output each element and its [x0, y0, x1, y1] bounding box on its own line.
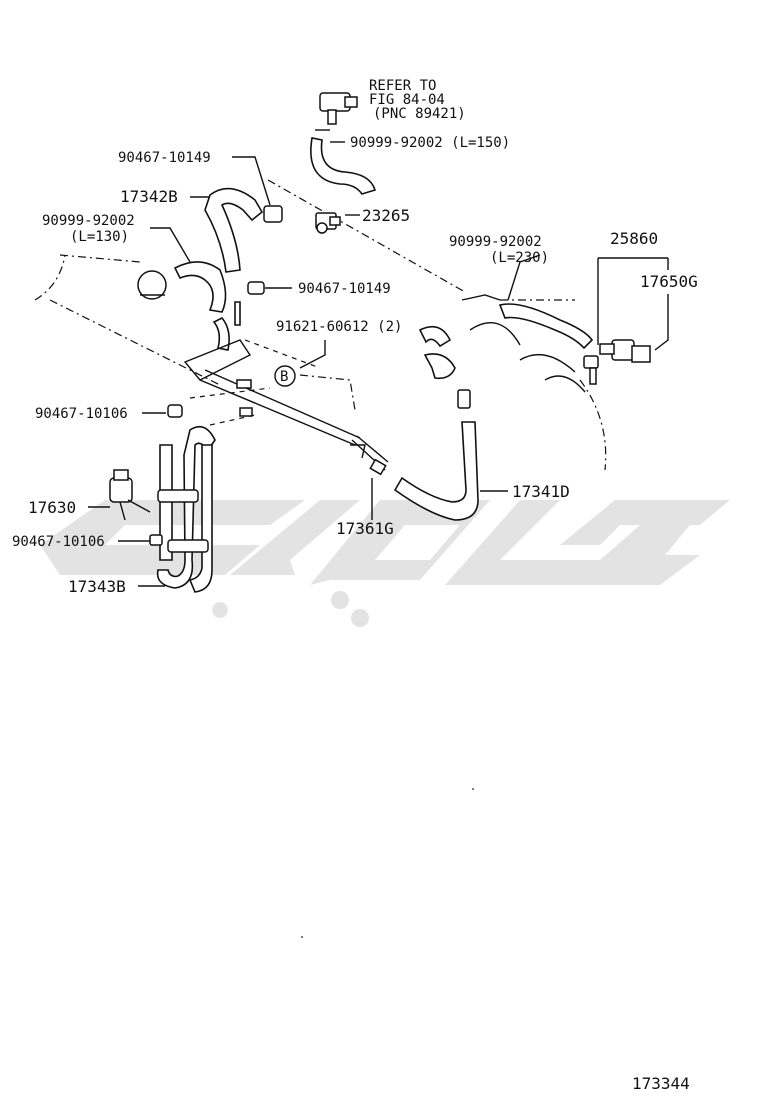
vsv-group	[583, 339, 651, 385]
hose-right-label-line1: 90999-92002	[449, 234, 542, 250]
hose-17342B-label: 17342B	[120, 187, 178, 206]
ref-b-marker	[274, 365, 296, 387]
hose-left-label-line1: 90999-92002	[42, 213, 135, 229]
sensor-23265	[315, 212, 341, 234]
bolt-91621-label: 91621-60612 (2)	[276, 319, 402, 335]
hose-17343B	[156, 425, 216, 593]
hose-17341D-label: 17341D	[512, 482, 570, 501]
valve-17630-label: 17630	[28, 498, 76, 517]
hose-right-l230	[461, 294, 594, 350]
diagram-number: 173344	[632, 1074, 690, 1093]
hose-top-label: 90999-92002 (L=150)	[350, 135, 510, 151]
clamp-90467-10106-left	[167, 404, 183, 418]
clamp-mid-label: 90467-10149	[298, 281, 391, 297]
hose-17343B-label: 17343B	[68, 577, 126, 596]
refer-label-line2: FIG 84-04	[369, 92, 445, 108]
pipe-17361G-label: 17361G	[336, 519, 394, 538]
callout-labels: REFER TO FIG 84-04 (PNC 89421) 90999-920…	[12, 78, 698, 596]
pipe-assembly	[183, 301, 389, 476]
vsv-17650G-label: 17650G	[640, 272, 698, 291]
group-25860-label: 25860	[610, 229, 658, 248]
hose-left-label-line2: (L=130)	[70, 229, 129, 245]
clamp-lower-label: 90467-10106	[12, 534, 105, 550]
leader-lines	[88, 129, 669, 587]
clamp-left-label: 90467-10106	[35, 406, 128, 422]
hose-right-label-line2: (L=230)	[490, 250, 549, 266]
clamp-90467-10106-lower	[149, 534, 163, 546]
watermark-logo	[40, 500, 730, 627]
hose-17341D	[393, 325, 479, 521]
sensor-23265-label: 23265	[362, 206, 410, 225]
valve-17630	[109, 469, 151, 521]
hose-left-l130	[137, 261, 265, 313]
refer-label-line1: REFER TO	[369, 78, 436, 94]
engine-outline	[34, 179, 607, 471]
clamp-top-label: 90467-10149	[118, 150, 211, 166]
vacuum-sensor-ref	[310, 92, 377, 195]
ref-b-label: B	[280, 369, 288, 385]
hose-17342B	[204, 187, 283, 273]
refer-label-line3: (PNC 89421)	[373, 106, 466, 122]
